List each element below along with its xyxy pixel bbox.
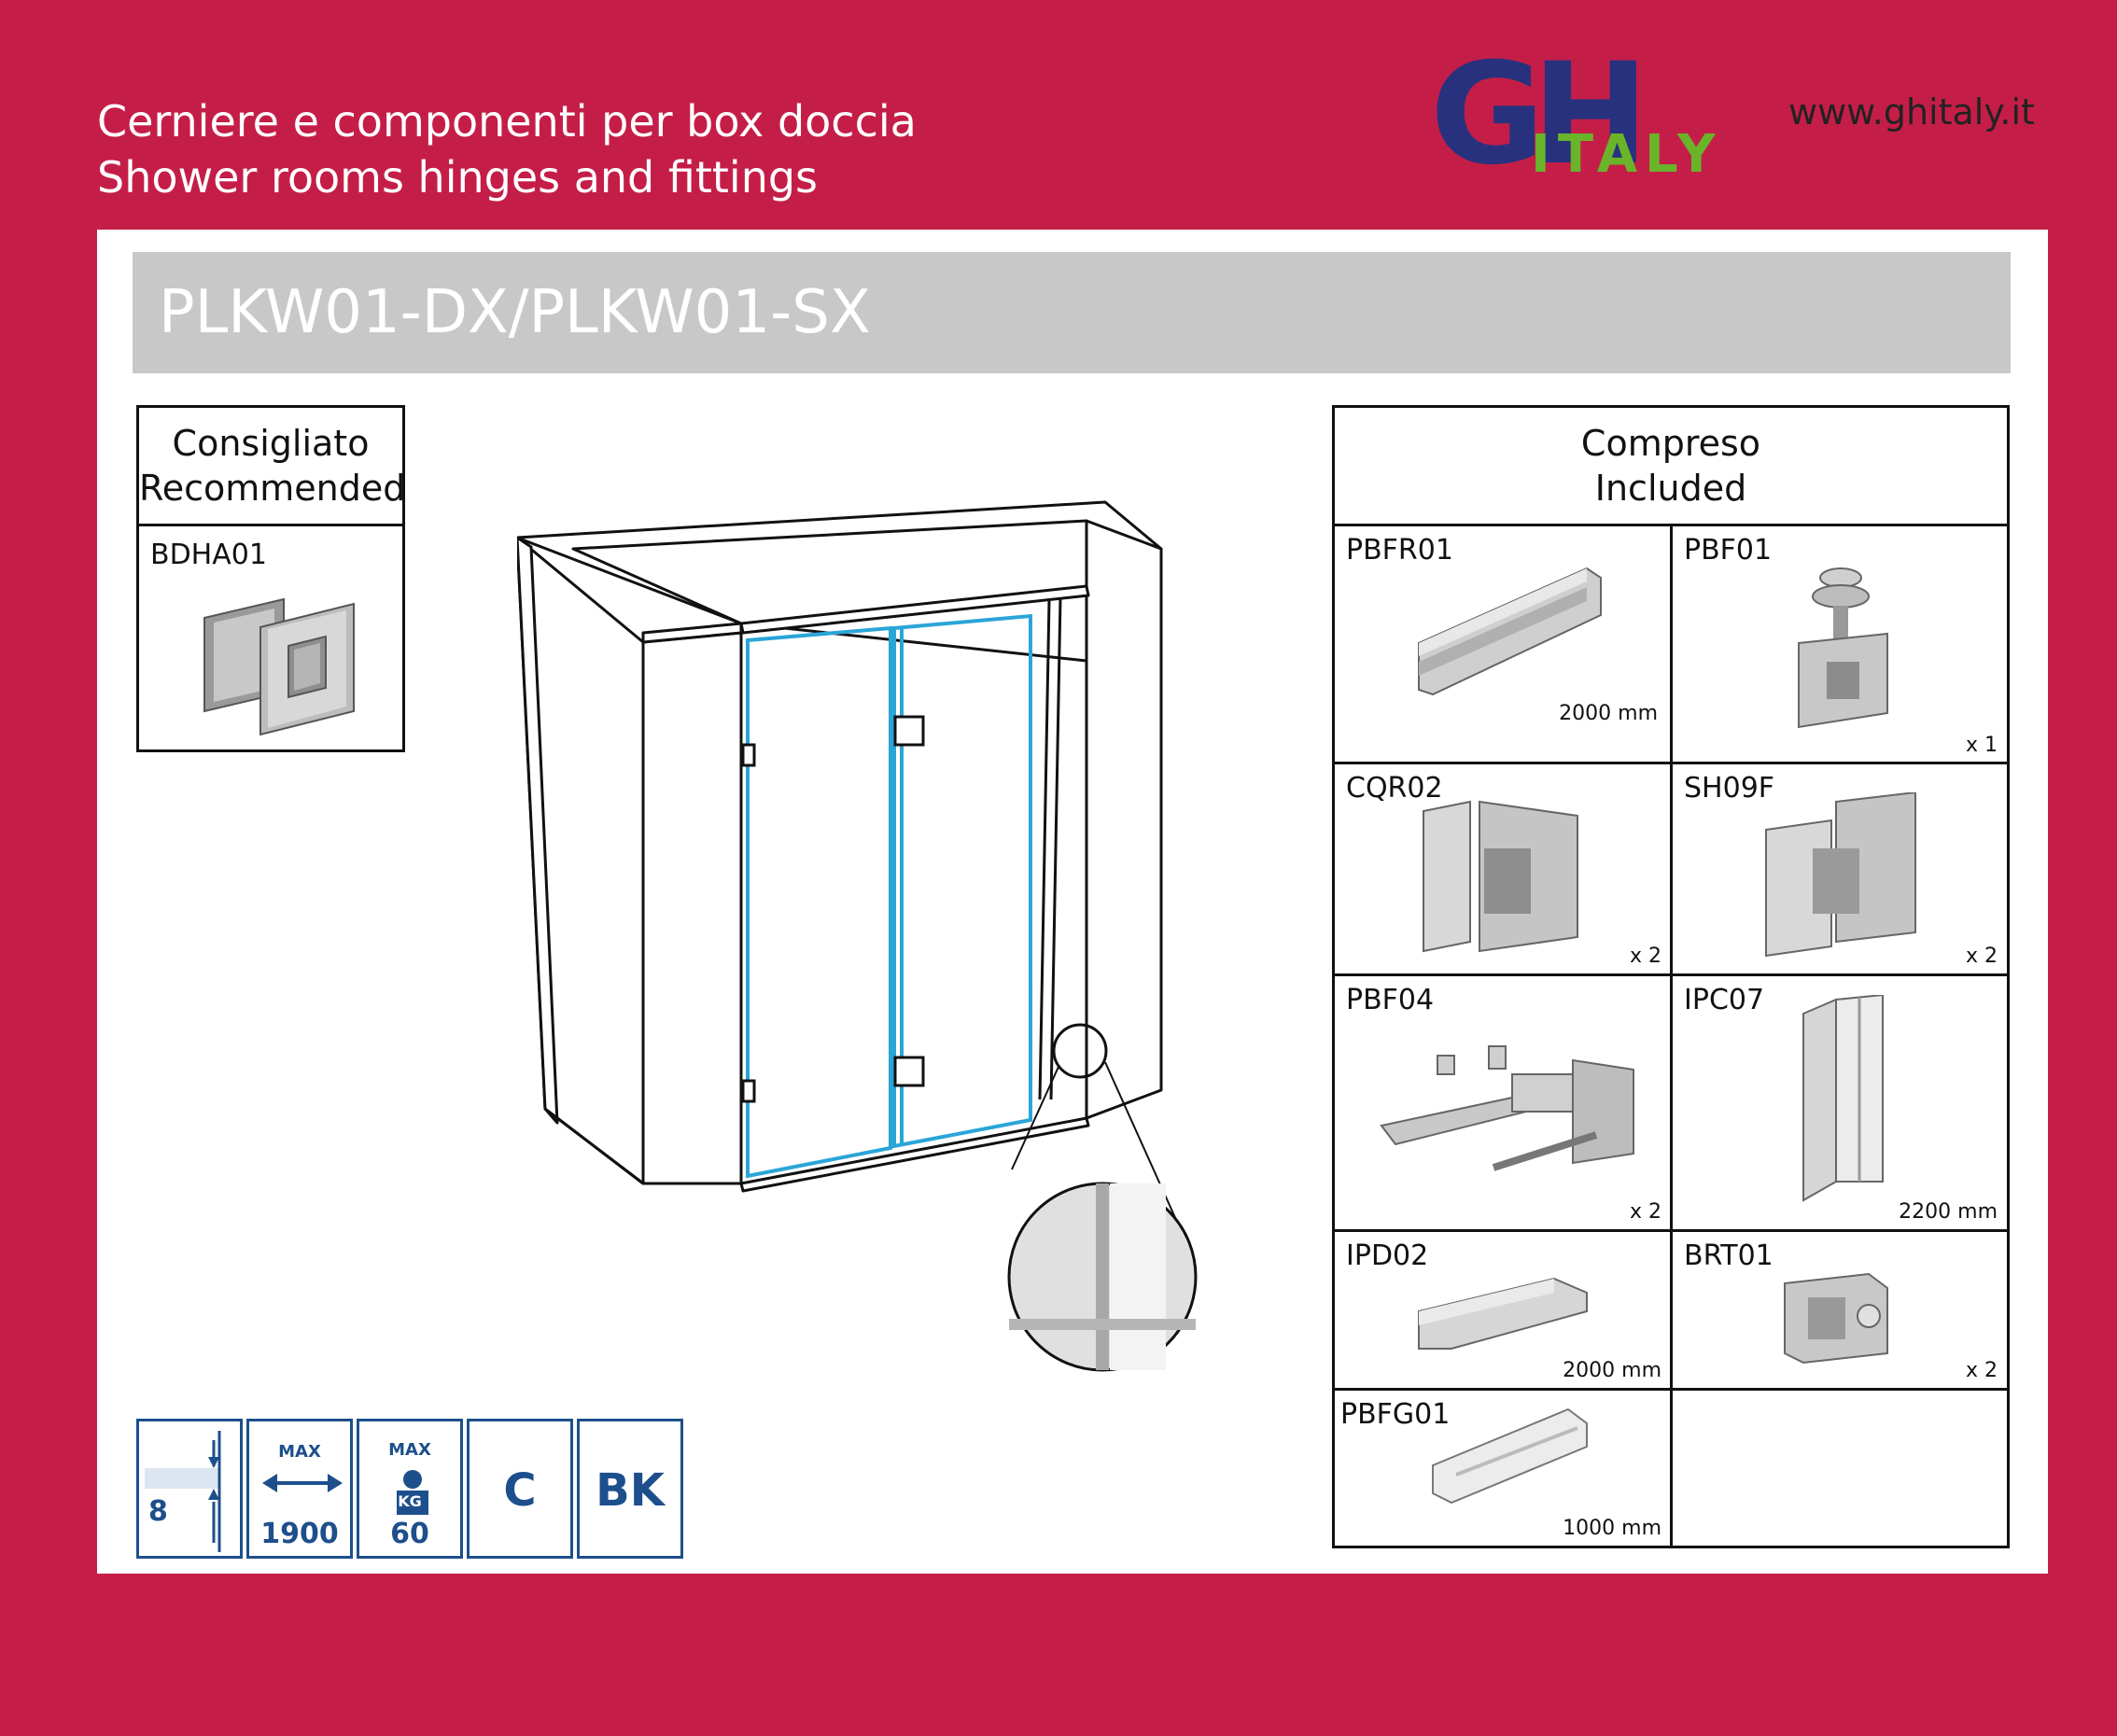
glass-thickness-icon — [145, 1431, 221, 1552]
max-width-value: 1900 — [260, 1518, 339, 1550]
max-weight-label: MAX — [388, 1440, 431, 1460]
header-line-english: Shower rooms hinges and fittings — [97, 152, 819, 203]
item-code: PBFG01 — [1340, 1398, 1451, 1431]
clamp-icon — [1798, 567, 1888, 729]
glass-hinge-icon — [1765, 792, 1916, 958]
spec-glass-thickness: 8 — [136, 1419, 243, 1559]
spec-max-weight: MAX KG 60 — [357, 1419, 463, 1559]
max-width-label: MAX — [278, 1442, 321, 1462]
included-item: PBFG01 1000 mm — [1335, 1391, 1671, 1546]
item-meta: 1000 mm — [1563, 1517, 1661, 1540]
max-weight-value: 60 — [390, 1518, 429, 1550]
item-meta: x 2 — [1629, 1200, 1661, 1224]
finish-chrome: C — [467, 1419, 573, 1559]
header-line-italian: Cerniere e componenti per box doccia — [97, 96, 917, 147]
item-meta: 2000 mm — [1563, 1359, 1661, 1382]
logo-italy-text: ITALY — [1531, 124, 1723, 185]
item-meta: x 1 — [1965, 734, 1998, 757]
included-item: PBF01 x 1 — [1673, 526, 2007, 763]
grid-divider-row3 — [1335, 1229, 2007, 1232]
glass-profile-icon — [1418, 567, 1602, 696]
knob-icon — [203, 597, 355, 736]
included-item: CQR02 x 2 — [1335, 764, 1671, 973]
grid-divider-row1 — [1335, 762, 2007, 764]
grid-divider-row2 — [1335, 973, 2007, 976]
drip-profile-icon — [1418, 1277, 1588, 1350]
finish-black-label: BK — [596, 1464, 665, 1517]
included-heading-it: Compreso — [1580, 423, 1761, 464]
finish-chrome-label: C — [503, 1464, 537, 1517]
recommended-heading-it: Consigliato — [172, 423, 370, 464]
recommended-code: BDHA01 — [150, 539, 267, 571]
seal-gasket-icon — [1432, 1407, 1588, 1505]
spec-max-width: MAX 1900 — [246, 1419, 353, 1559]
product-sheet: PLKW01-DX/PLKW01-SX Consigliato Recommen… — [97, 230, 2048, 1574]
item-meta: 2200 mm — [1899, 1200, 1998, 1224]
spec-icons: 8 MAX 1900 MAX KG 60 C BK — [136, 1419, 687, 1559]
product-title: PLKW01-DX/PLKW01-SX — [159, 278, 871, 347]
recommended-box: Consigliato Recommended BDHA01 — [136, 405, 405, 752]
grid-divider-row4 — [1335, 1388, 2007, 1391]
item-code: CQR02 — [1346, 772, 1443, 805]
u-channel-icon — [1802, 995, 1884, 1202]
recommended-heading: Consigliato Recommended — [139, 408, 406, 526]
item-meta: x 2 — [1965, 945, 1998, 968]
shower-enclosure-drawing — [517, 500, 1198, 1372]
included-box: Compreso Included PBFR01 2000 mm PBF01 — [1332, 405, 2010, 1548]
included-item: SH09F x 2 — [1673, 764, 2007, 973]
website-link[interactable]: www.ghitaly.it — [1788, 91, 2035, 133]
kg-label: KG — [398, 1492, 422, 1510]
included-item: BRT01 x 2 — [1673, 1232, 2007, 1388]
item-code: PBF04 — [1346, 984, 1435, 1016]
wall-hinge-icon — [1423, 800, 1578, 953]
finish-black: BK — [577, 1419, 683, 1559]
item-code: IPD02 — [1346, 1239, 1429, 1272]
included-empty-cell — [1673, 1391, 2007, 1546]
item-code: PBFR01 — [1346, 534, 1453, 567]
glass-thickness-value: 8 — [148, 1495, 168, 1528]
included-item: IPD02 2000 mm — [1335, 1232, 1671, 1388]
included-item: PBF04 x 2 — [1335, 976, 1671, 1229]
item-code: BRT01 — [1684, 1239, 1774, 1272]
item-code: SH09F — [1684, 772, 1775, 805]
included-item: PBFR01 2000 mm — [1335, 526, 1671, 763]
grid-divider-vertical — [1670, 526, 1673, 1546]
included-heading: Compreso Included — [1335, 408, 2007, 526]
item-code: IPC07 — [1684, 984, 1765, 1016]
included-heading-en: Included — [1594, 468, 1747, 509]
logo-gh-text: GH — [1430, 34, 1649, 196]
item-meta: x 2 — [1965, 1359, 1998, 1382]
weight-icon — [397, 1470, 428, 1515]
recommended-heading-en: Recommended — [139, 468, 406, 509]
item-code: PBF01 — [1684, 534, 1773, 567]
item-meta: 2000 mm — [1559, 702, 1658, 725]
included-item: IPC07 2200 mm — [1673, 976, 2007, 1229]
brand-logo: GH ITALY — [1430, 34, 1766, 196]
wall-bracket-icon — [1380, 1045, 1634, 1171]
bracket-clip-icon — [1784, 1272, 1888, 1365]
width-arrow-icon — [262, 1474, 343, 1492]
title-bar: PLKW01-DX/PLKW01-SX — [133, 252, 2011, 373]
item-meta: x 2 — [1629, 945, 1661, 968]
